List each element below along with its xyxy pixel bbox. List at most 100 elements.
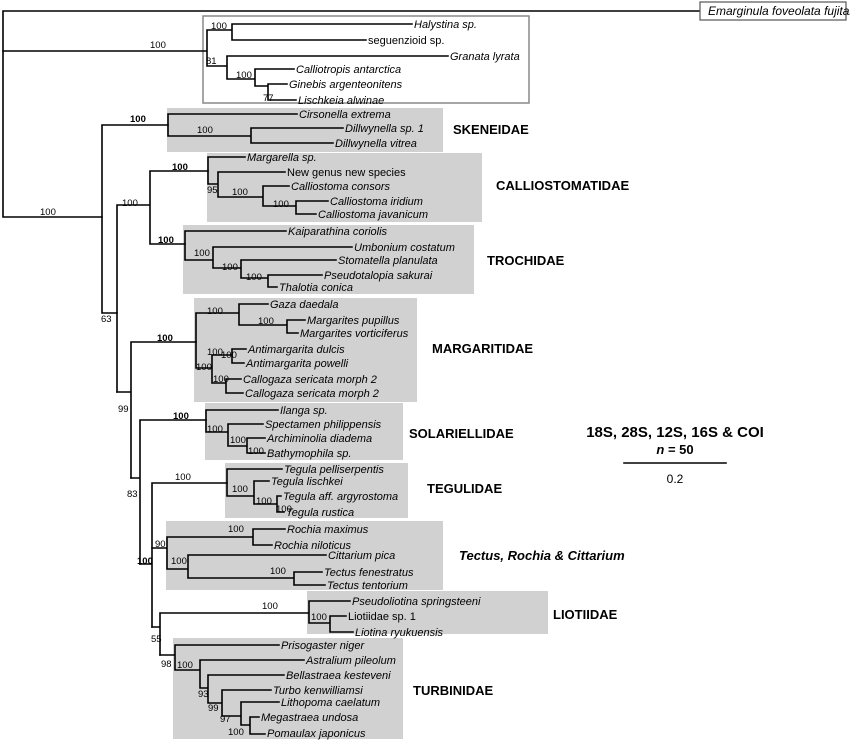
support-value: 100: [172, 162, 188, 173]
clade-boxes: [166, 15, 548, 739]
taxon-label: Margarites vorticiferus: [300, 328, 409, 340]
taxon-label: Lischkeia alwinae: [298, 95, 384, 107]
support-value: 100: [211, 21, 227, 32]
support-value: 100: [171, 556, 187, 567]
taxon-labels: Halystina sp. seguenzioid sp. Granata ly…: [243, 19, 520, 740]
support-value: 100: [173, 411, 189, 422]
support-value: 100: [197, 125, 213, 136]
taxon-label: Gaza daedala: [270, 299, 339, 311]
branch: [207, 156, 329, 215]
support-value: 100: [228, 727, 244, 738]
support-value: 93: [198, 689, 209, 700]
support-value: 99: [118, 404, 129, 415]
support-value: 100: [222, 262, 238, 273]
branch: [205, 409, 279, 454]
family-label: Tectus, Rochia & Cittarium: [459, 548, 625, 563]
taxon-label: Thalotia conica: [279, 282, 353, 294]
support-value: 100: [207, 306, 223, 317]
support-value: 100: [258, 316, 274, 327]
taxon-label: Calliotropis antarctica: [296, 64, 401, 76]
taxon-label: Prisogaster niger: [281, 640, 365, 652]
taxon-label: Tectus fenestratus: [324, 567, 414, 579]
branch: [2, 23, 449, 101]
support-value: 100: [137, 556, 153, 567]
family-label: TURBINIDAE: [413, 683, 493, 698]
support-value: 100: [158, 235, 174, 246]
support-value: 100: [232, 484, 248, 495]
support-value: 90: [155, 539, 166, 550]
taxon-label: Tegula lischkei: [271, 476, 343, 488]
support-value: 100: [230, 435, 246, 446]
branch: [151, 528, 327, 586]
liotiidae-box: [307, 591, 548, 634]
support-value: 100: [130, 114, 146, 125]
legend: 18S, 28S, 12S, 16S & COI n = 50 0.2: [586, 424, 764, 486]
family-label: SOLARIELLIDAE: [409, 426, 514, 441]
support-value: 100: [177, 660, 193, 671]
support-value: 100: [221, 350, 237, 361]
support-value: 98: [161, 659, 172, 670]
branch: [2, 10, 701, 218]
taxon-label: Calliostoma consors: [291, 181, 391, 193]
taxon-label: New genus new species: [287, 167, 406, 179]
family-label: CALLIOSTOMATIDAE: [496, 178, 629, 193]
support-value: 100: [262, 601, 278, 612]
support-value: 63: [101, 314, 112, 325]
taxon-label: Antimargarita powelli: [245, 358, 349, 370]
branch: [226, 468, 285, 513]
branch: [116, 341, 197, 479]
support-value: 97: [220, 714, 231, 725]
support-value: 100: [232, 187, 248, 198]
legend-sample-size: n = 50: [656, 442, 693, 457]
branch: [167, 113, 344, 144]
support-value: 95: [207, 185, 218, 196]
taxon-label: Liotiidae sp. 1: [348, 611, 416, 623]
solariellidae-box: [205, 403, 403, 460]
taxon-label: Pseudotalopia sakurai: [324, 270, 433, 282]
calliostomatidae-box: [207, 153, 482, 222]
taxon-label: Archiminolia diadema: [266, 433, 372, 445]
support-values: 100 100 100 81 100 77 63 100 100 100 100…: [40, 21, 327, 738]
margaritidae-box: [194, 298, 417, 402]
seguenzioid-box: [202, 15, 530, 104]
taxon-label: Astralium pileolum: [305, 655, 396, 667]
support-value: 100: [256, 496, 272, 507]
support-value: 100: [194, 248, 210, 259]
family-label: LIOTIIDAE: [553, 607, 618, 622]
support-value: 100: [122, 198, 138, 209]
branch: [139, 482, 228, 628]
taxon-label: Spectamen philippensis: [265, 419, 382, 431]
support-value: 100: [196, 362, 212, 373]
taxon-label: Rochia maximus: [287, 524, 369, 536]
family-label: TEGULIDAE: [427, 481, 502, 496]
branch: [130, 419, 207, 565]
family-label: TROCHIDAE: [487, 253, 565, 268]
branch: [195, 303, 306, 394]
taxon-label: Cittarium pica: [328, 550, 395, 562]
support-value: 81: [206, 56, 217, 67]
taxon-label: Megastraea undosa: [261, 712, 358, 724]
taxon-label: Cirsonella extrema: [299, 109, 391, 121]
taxon-label: Umbonium costatum: [354, 242, 455, 254]
taxon-label: Ginebis argenteonitens: [289, 79, 403, 91]
branch: [184, 230, 353, 288]
taxon-label: Dillwynella sp. 1: [345, 123, 424, 135]
taxon-label: Liotina ryukuensis: [355, 627, 444, 639]
taxon-label: Bellastraea kesteveni: [286, 670, 391, 682]
outgroup-label: Emarginula foveolata fujitai: [699, 1, 850, 21]
taxon-label: Pseudoliotina springsteeni: [352, 596, 481, 608]
support-value: 99: [208, 703, 219, 714]
support-value: 100: [150, 40, 166, 51]
taxon-label: Calliostoma iridium: [330, 196, 423, 208]
taxon-label: Calliostoma javanicum: [318, 209, 428, 221]
branch: [116, 170, 209, 393]
scale-label: 0.2: [667, 472, 684, 486]
family-label: MARGARITIDAE: [432, 341, 533, 356]
support-value: 55: [151, 634, 162, 645]
support-value: 83: [127, 489, 138, 500]
taxon-label: Dillwynella vitrea: [335, 138, 417, 150]
support-value: 100: [236, 70, 252, 81]
taxon-label: Bathymophila sp.: [267, 448, 351, 460]
support-value: 100: [270, 566, 286, 577]
